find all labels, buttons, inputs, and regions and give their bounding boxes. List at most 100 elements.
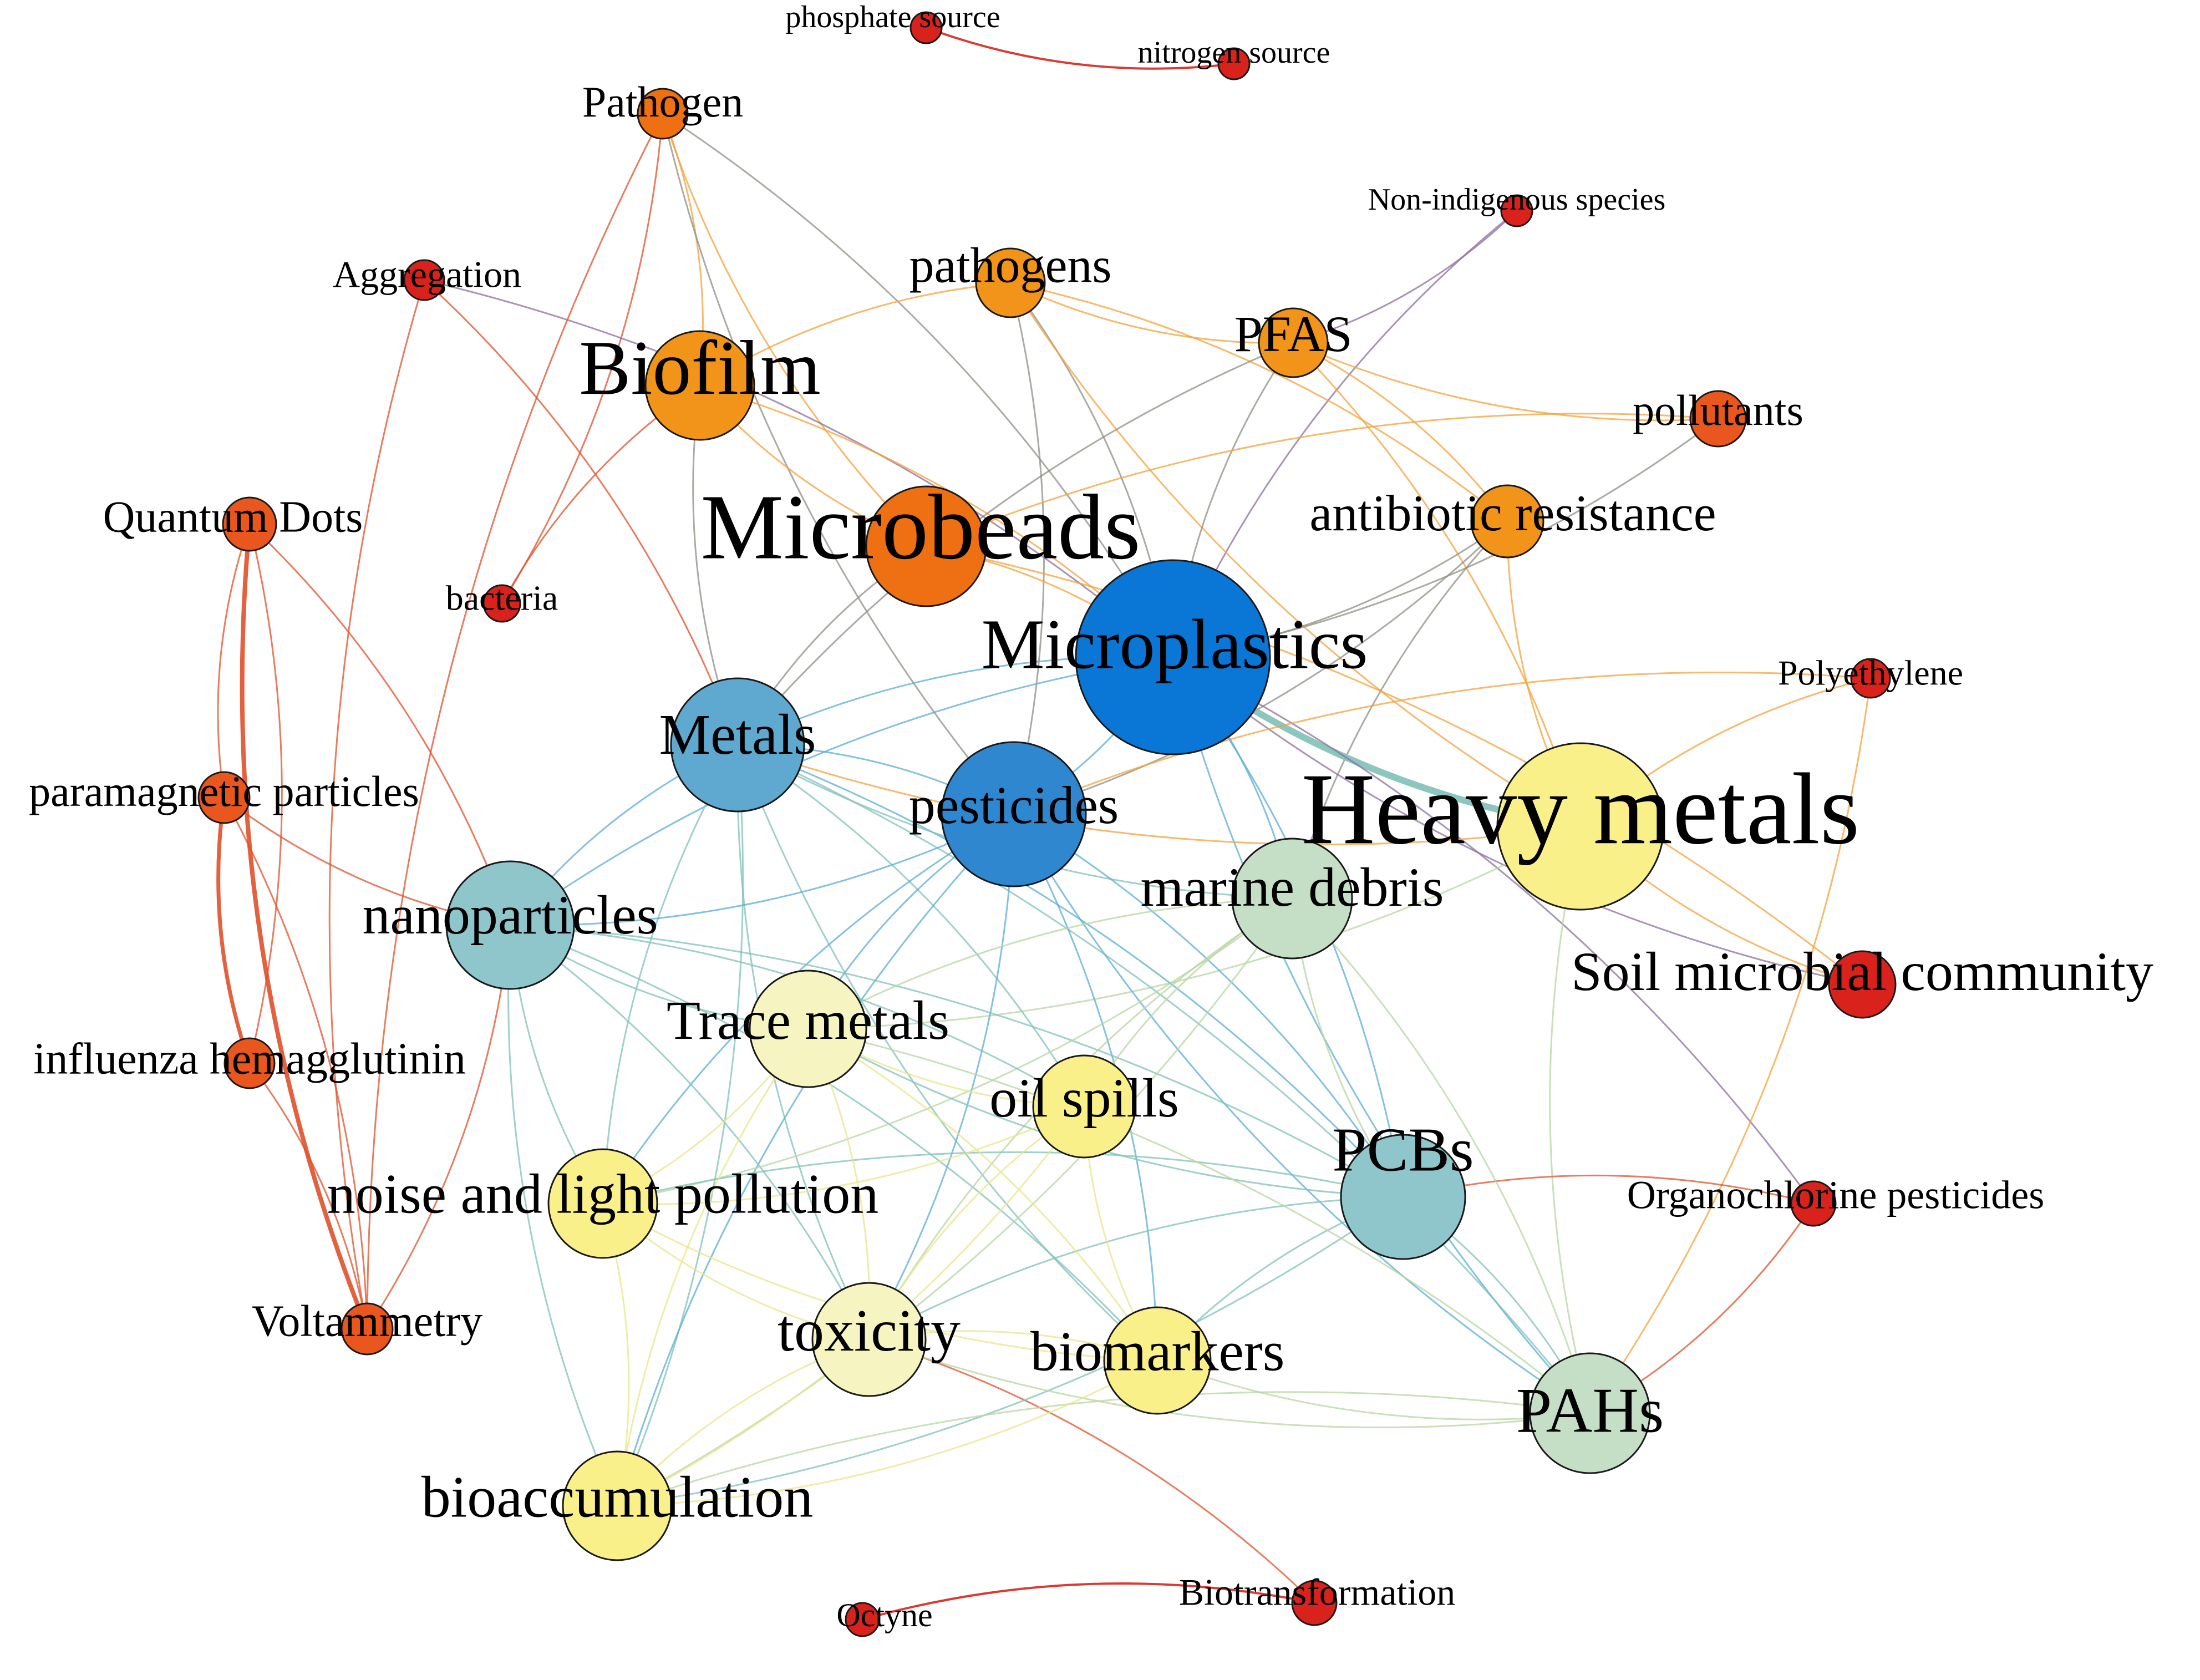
node-pcbs[interactable] [1340, 1134, 1466, 1260]
edge-paramagnetic-influenza [216, 797, 252, 1064]
node-label-soil-microbial: Soil microbial community [1571, 941, 2153, 1002]
node-biofilm[interactable] [644, 330, 755, 441]
node-biomarkers[interactable] [1103, 1306, 1212, 1415]
edge-biomarkers-bioaccumulation [617, 1359, 1158, 1507]
node-label-nanoparticles: nanoparticles [362, 884, 658, 946]
node-label-polyethylene: Polyethylene [1778, 653, 1963, 693]
node-label-phosphate-source: phosphate source [785, 0, 1000, 34]
node-label-octyne: Octyne [836, 1597, 932, 1633]
node-label-non-indigenous: Non-indigenous species [1368, 182, 1666, 217]
edge-metals-oil-spills [737, 744, 1085, 1107]
node-label-pesticides: pesticides [909, 775, 1119, 835]
node-label-biotransformation: Biotransformation [1179, 1571, 1456, 1613]
node-microplastics[interactable] [1075, 559, 1271, 755]
node-label-antibiotic-resistance: antibiotic resistance [1309, 485, 1716, 541]
node-label-microbeads: Microbeads [700, 476, 1140, 579]
node-label-biofilm: Biofilm [579, 325, 821, 411]
edge-pcbs-noise-light [602, 1151, 1404, 1205]
node-antibiotic-resistance[interactable] [1470, 484, 1544, 559]
edge-paramagnetic-voltammetry [223, 797, 368, 1329]
node-voltammetry[interactable] [341, 1302, 394, 1356]
node-pollutants[interactable] [1689, 390, 1747, 448]
node-label-influenza: influenza hemagglutinin [33, 1034, 466, 1083]
node-label-pfas: PFAS [1234, 306, 1352, 362]
node-phosphate-source[interactable] [910, 11, 943, 44]
node-label-voltammetry: Voltammetry [252, 1297, 482, 1346]
node-bacteria[interactable] [482, 584, 521, 623]
edge-octyne-biotransformation [862, 1582, 1315, 1621]
edge-trace-metals-biomarkers [807, 1028, 1159, 1361]
edge-pathogen-bacteria [501, 113, 664, 604]
edge-microplastics-organochlorine [1172, 656, 1815, 1204]
edge-pfas-antibiotic-resistance [1293, 342, 1508, 522]
node-label-trace-metals: Trace metals [667, 989, 949, 1051]
node-soil-microbial[interactable] [1828, 950, 1897, 1019]
edge-pathogen-voltammetry [366, 113, 664, 1329]
edge-aggregation-microplastics [424, 279, 1173, 658]
node-label-toxicity: toxicity [778, 1298, 961, 1364]
node-marine-debris[interactable] [1231, 838, 1353, 960]
edge-non-indigenous-pfas [1293, 210, 1518, 344]
node-oil-spills[interactable] [1032, 1054, 1136, 1159]
edge-pesticides-pahs [1013, 814, 1591, 1414]
node-influenza[interactable] [223, 1037, 276, 1089]
node-label-pollutants: pollutants [1633, 386, 1803, 434]
edge-phosphate-source-nitrogen-source [926, 27, 1234, 70]
node-nitrogen-source[interactable] [1217, 47, 1251, 80]
node-pesticides[interactable] [941, 741, 1087, 887]
edge-influenza-voltammetry [248, 1063, 368, 1329]
edge-pfas-pollutants [1293, 342, 1719, 422]
node-octyne[interactable] [845, 1602, 880, 1637]
node-label-pathogen: Pathogen [582, 78, 743, 126]
node-noise-light[interactable] [547, 1148, 658, 1259]
node-pathogens[interactable] [975, 247, 1046, 318]
edge-pfas-metals [736, 342, 1294, 745]
node-layer [197, 11, 1897, 1637]
node-paramagnetic[interactable] [197, 771, 251, 824]
edge-aggregation-metals [423, 279, 739, 745]
edge-marine-debris-trace-metals [807, 897, 1293, 1030]
node-label-pathogens: pathogens [910, 238, 1112, 293]
node-organochlorine[interactable] [1790, 1180, 1837, 1227]
node-label-marine-debris: marine debris [1140, 856, 1444, 918]
node-label-aggregation: Aggregation [333, 253, 521, 296]
edge-microbeads-soil-microbial [926, 545, 1863, 986]
node-label-organochlorine: Organochlorine pesticides [1627, 1173, 2044, 1217]
node-pahs[interactable] [1529, 1352, 1651, 1474]
edge-pcbs-toxicity [868, 1196, 1404, 1341]
node-quantum-dots[interactable] [222, 496, 277, 552]
edge-nanoparticles-biomarkers [510, 924, 1159, 1362]
node-aggregation[interactable] [403, 259, 445, 301]
edge-pathogens-pfas [1010, 282, 1294, 344]
node-trace-metals[interactable] [749, 970, 867, 1088]
edge-polyethylene-pesticides [1013, 671, 1871, 815]
edge-antibiotic-resistance-pesticides [1013, 520, 1508, 815]
node-pathogen[interactable] [637, 88, 689, 140]
edge-marine-debris-pahs [1291, 897, 1591, 1414]
edge-nanoparticles-toxicity [510, 924, 870, 1340]
node-label-biomarkers: biomarkers [1030, 1320, 1285, 1383]
node-bioaccumulation[interactable] [562, 1450, 673, 1561]
edge-heavy-metals-pahs [1549, 826, 1591, 1414]
edge-marine-debris-bioaccumulation [617, 898, 1293, 1507]
node-heavy-metals[interactable] [1496, 742, 1665, 911]
node-metals[interactable] [670, 677, 805, 813]
node-pfas[interactable] [1258, 307, 1329, 378]
edge-antibiotic-resistance-marine-debris [1291, 520, 1508, 899]
node-toxicity[interactable] [811, 1282, 927, 1397]
edge-pahs-toxicity [868, 1338, 1591, 1429]
node-label-bioaccumulation: bioaccumulation [421, 1464, 813, 1529]
edge-polyethylene-pahs [1589, 678, 1872, 1414]
node-label-oil-spills: oil spills [989, 1067, 1179, 1129]
node-microbeads[interactable] [865, 485, 987, 607]
node-label-bacteria: bacteria [446, 578, 558, 618]
node-biotransformation[interactable] [1291, 1580, 1338, 1626]
node-nanoparticles[interactable] [445, 860, 575, 990]
edge-microplastics-pahs [1172, 657, 1591, 1414]
edge-microplastics-soil-microbial [1172, 656, 1863, 986]
edge-pathogen-pesticides [662, 113, 1015, 815]
node-polyethylene[interactable] [1850, 658, 1891, 699]
node-non-indigenous[interactable] [1500, 194, 1533, 227]
